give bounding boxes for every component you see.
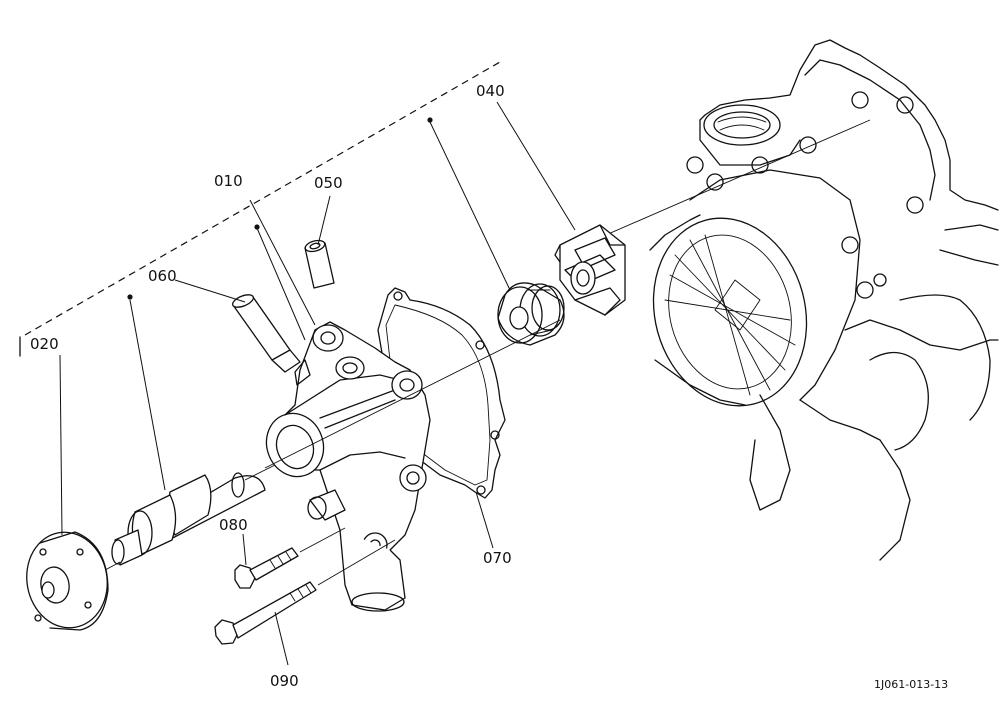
gasket: [377, 287, 506, 499]
label-020: 020: [30, 335, 59, 353]
bolt-080: [234, 527, 346, 589]
label-060: 060: [148, 267, 177, 285]
label-070: 070: [483, 549, 512, 567]
shaft-bearing: [39, 464, 276, 606]
pump-body: [265, 321, 431, 612]
label-090: 090: [270, 672, 299, 690]
drawing-code: 1J061-013-13: [874, 678, 948, 691]
label-080: 080: [219, 516, 248, 534]
pulley-flange: [26, 531, 109, 631]
part-labels: 010 020 040 050 060 070 080 090 1J061-01…: [30, 82, 948, 691]
label-040: 040: [476, 82, 505, 100]
mechanical-seal: [497, 282, 565, 346]
label-010: 010: [214, 172, 243, 190]
pipe-050: [304, 239, 335, 289]
assembly-axis: [264, 319, 561, 469]
label-050: 050: [314, 174, 343, 192]
engine-block: [559, 39, 999, 561]
leader-lines: [59, 101, 576, 666]
bolt-090: [214, 539, 396, 645]
assembly-bracket: [19, 61, 501, 357]
impeller: [554, 224, 626, 316]
reference-dots: [127, 117, 433, 300]
